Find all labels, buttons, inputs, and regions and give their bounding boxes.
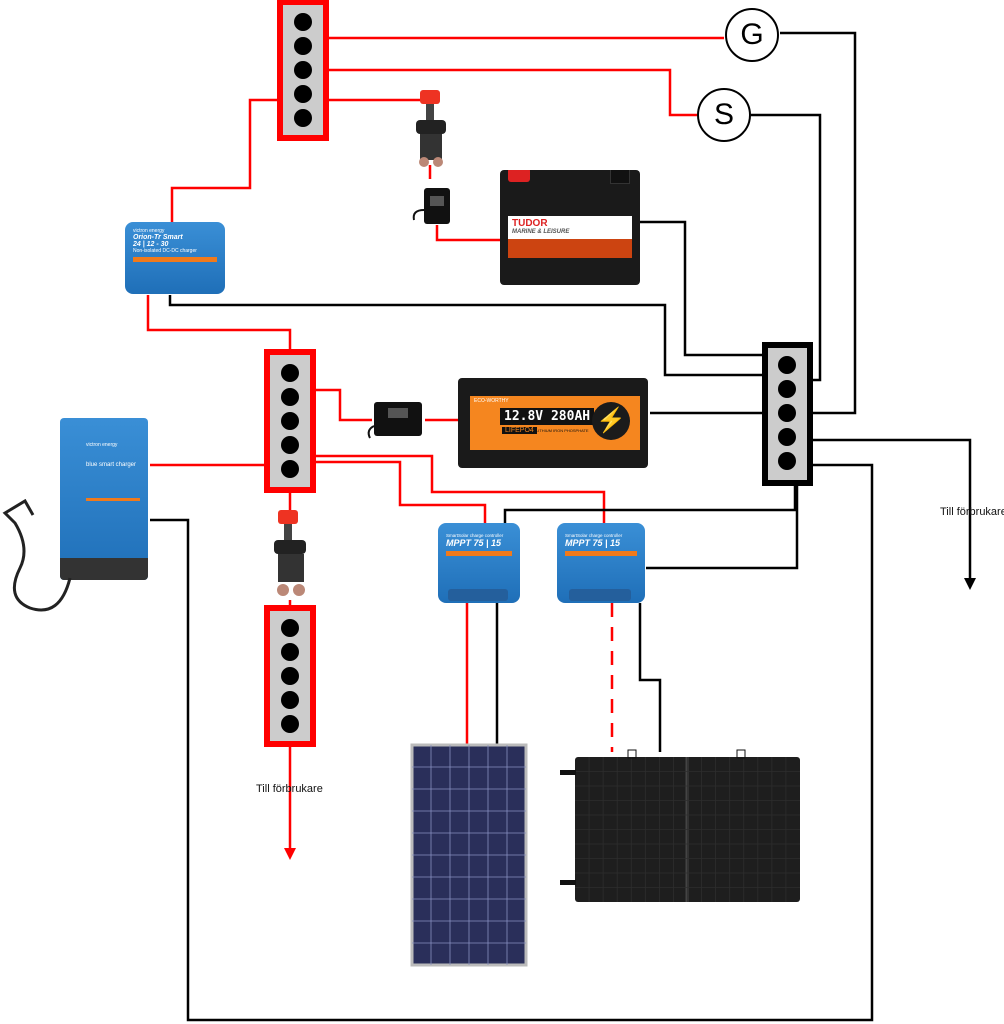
mppt-controller-1: SmartSolar charge controller MPPT 75 | 1… bbox=[438, 523, 520, 603]
battery-switch-icon bbox=[416, 90, 446, 167]
subtitle: SmartSolar charge controller bbox=[565, 533, 623, 538]
positive-terminal bbox=[508, 170, 530, 182]
consumers-label-right: Till förbrukare bbox=[940, 506, 1004, 518]
solar-panel-folding bbox=[560, 749, 800, 902]
busbar-bottom-positive bbox=[264, 605, 316, 747]
arrow-down-icon bbox=[284, 848, 296, 860]
starter-label: S bbox=[713, 98, 734, 131]
orange-bar bbox=[86, 498, 140, 501]
charger-base bbox=[60, 558, 148, 580]
subtitle: Non-isolated DC-DC charger bbox=[133, 248, 197, 254]
orange-bar bbox=[133, 257, 217, 262]
busbar-middle-positive bbox=[264, 349, 316, 493]
battery-switch-icon bbox=[274, 510, 306, 596]
busbar-top-positive bbox=[277, 0, 329, 141]
title: MPPT 75 | 15 bbox=[446, 538, 502, 548]
arrow-down-icon bbox=[964, 578, 976, 590]
orange-bar bbox=[565, 551, 637, 556]
title: 12.8V 280AH bbox=[500, 408, 595, 425]
circuit-breaker-icon bbox=[367, 402, 422, 439]
title: blue smart charger bbox=[86, 462, 137, 468]
orange-bar bbox=[446, 551, 512, 556]
generator-label: G bbox=[740, 18, 764, 51]
subtitle: SmartSolar charge controller bbox=[446, 533, 504, 538]
consumers-label-left: Till förbrukare bbox=[256, 783, 323, 795]
starter-node: S bbox=[697, 88, 751, 142]
generator-node: G bbox=[725, 8, 779, 62]
title: MPPT 75 | 15 bbox=[565, 538, 621, 548]
lightning-icon: ⚡ bbox=[592, 402, 630, 440]
circuit-breaker-icon bbox=[412, 188, 450, 224]
negative-wires bbox=[150, 31, 972, 1022]
subtitle: LITHIUM IRON PHOSPHATE bbox=[536, 428, 589, 433]
chemistry: LIFEPO4 bbox=[502, 427, 537, 434]
brand: TUDOR bbox=[512, 218, 548, 229]
start-battery: TUDOR MARINE & LEISURE bbox=[500, 170, 640, 285]
mppt-controller-2: SmartSolar charge controller MPPT 75 | 1… bbox=[557, 523, 645, 603]
model: 24 | 12 - 30 bbox=[133, 241, 169, 248]
dcdc-charger: victron energy Orion-Tr Smart 24 | 12 - … bbox=[125, 222, 225, 294]
brand: ECO-WORTHY bbox=[474, 398, 509, 404]
house-battery: ECO-WORTHY 12.8V 280AH LIFEPO4 LITHIUM I… bbox=[458, 378, 648, 468]
mains-charger: victron energy blue smart charger bbox=[60, 418, 148, 580]
terminal-block bbox=[569, 589, 631, 601]
title: Orion-Tr Smart bbox=[133, 234, 183, 241]
solar-panel-rigid bbox=[410, 743, 528, 967]
brand: victron energy bbox=[133, 228, 165, 234]
negative-terminal bbox=[610, 170, 630, 184]
brand: victron energy bbox=[86, 442, 118, 448]
product-line: MARINE & LEISURE bbox=[512, 229, 570, 235]
terminal-block bbox=[448, 589, 508, 601]
busbar-negative bbox=[762, 342, 813, 486]
positive-wires bbox=[146, 36, 724, 850]
